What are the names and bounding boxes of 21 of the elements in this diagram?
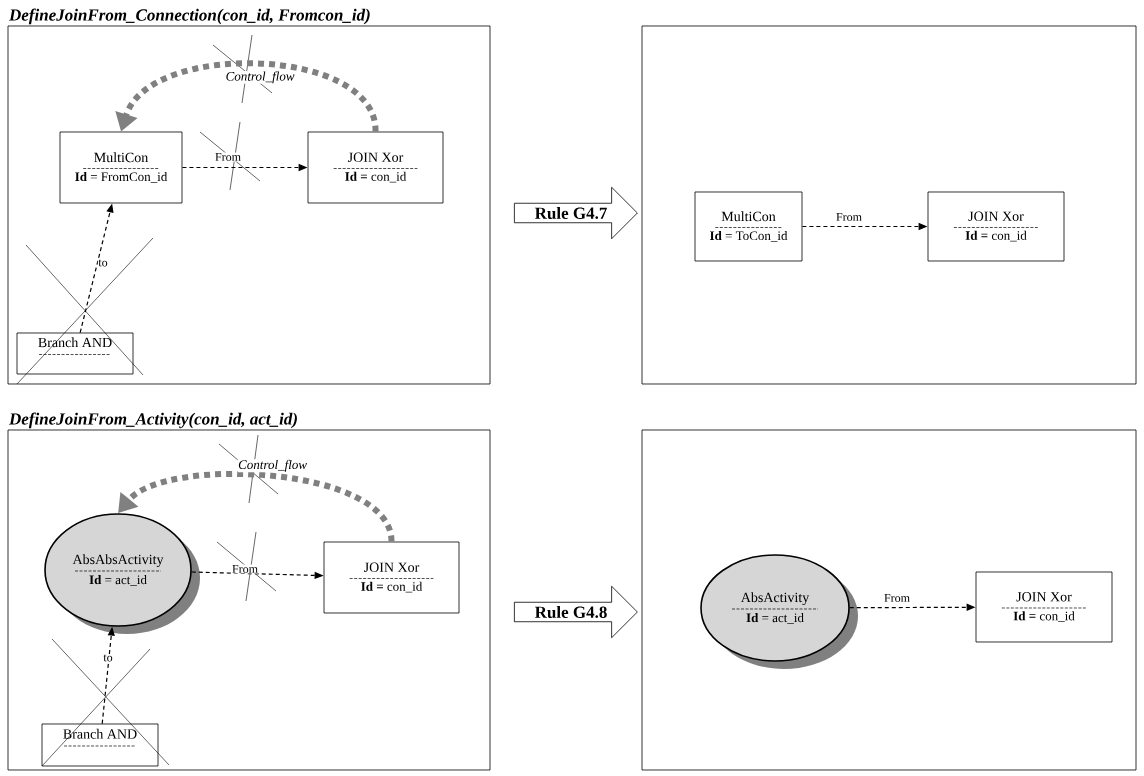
edge-label: to [97,259,109,267]
process-box: JOIN Xor Id = con_id [975,571,1113,643]
edge-label: Control_flow [237,459,308,473]
node-label: DefineJoinFrom_Activity(con_id, act_id) [8,412,297,429]
arrow [118,471,395,543]
process-box: Branch AND [41,723,159,767]
process-box: JOIN Xor Id = con_id [323,541,460,614]
panel-frame [641,25,1137,385]
edge-label: Control_flow [225,70,295,84]
edge-label: From [883,593,911,603]
edge-label: From [231,564,259,574]
edge-label: From [835,212,863,222]
edge-label: to [102,654,114,662]
process-box: Branch AND [16,332,134,375]
node-label: DefineJoinFrom_Connection(con_id, Fromcon_id) [8,8,370,25]
process-box: MultiCon Id = FromCon_id [59,131,183,204]
panel-frame [641,429,1137,771]
process-box: JOIN Xor Id = con_id [307,131,444,204]
process-box: MultiCon Id = ToCon_id [694,191,803,262]
process-box: JOIN Xor Id = con_id [927,191,1065,262]
edge-label: From [214,152,242,162]
